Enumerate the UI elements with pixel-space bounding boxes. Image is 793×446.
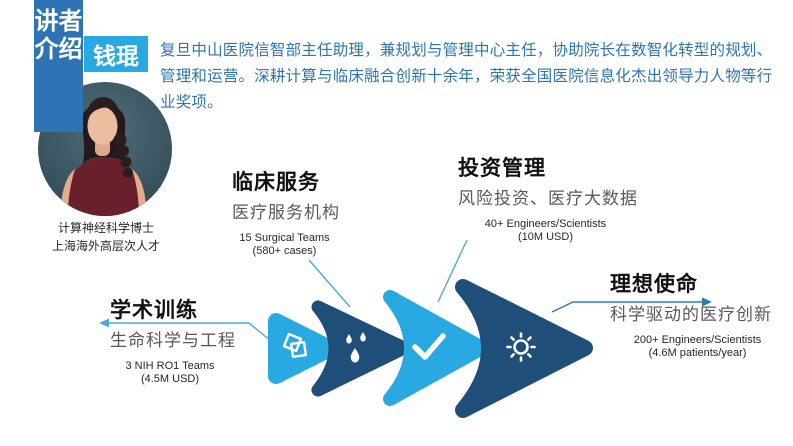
stage-stats: 200+ Engineers/Scientists (4.6M patients… bbox=[610, 334, 785, 360]
stage-stat-line1: 200+ Engineers/Scientists bbox=[633, 334, 762, 346]
stage-stat-line2: (10M USD) bbox=[517, 231, 573, 243]
copy-icon bbox=[282, 332, 308, 359]
arrow-mission bbox=[455, 279, 593, 418]
stage-subtitle: 风险投资、医疗大数据 bbox=[458, 189, 638, 208]
connector-clinical bbox=[308, 259, 351, 308]
stage-academic-training: 学术训练 生命科学与工程 3 NIH RO1 Teams (4.5M USD) bbox=[110, 300, 236, 386]
speaker-bio-text: 复旦中山医院信智部主任助理，兼规划与管理中心主任，协助院长在数智化转型的规划、管… bbox=[160, 42, 773, 111]
sun-icon bbox=[506, 332, 536, 362]
check-icon bbox=[412, 333, 446, 360]
stage-subtitle: 生命科学与工程 bbox=[110, 331, 236, 350]
stage-ideal-mission: 理想使命 科学驱动的医疗创新 200+ Engineers/Scientists… bbox=[610, 274, 785, 360]
stage-stats: 40+ Engineers/Scientists (10M USD) bbox=[458, 218, 633, 244]
arrowhead-left-icon bbox=[99, 318, 109, 328]
stage-stat-line2: (4.6M patients/year) bbox=[648, 347, 747, 359]
arrow-academic bbox=[268, 313, 339, 384]
stage-title: 投资管理 bbox=[458, 157, 546, 180]
stage-stat-line1: 3 NIH RO1 Teams bbox=[125, 360, 215, 372]
stage-subtitle: 医疗服务机构 bbox=[232, 203, 340, 222]
drops-icon bbox=[346, 332, 366, 363]
stage-title: 学术训练 bbox=[110, 299, 198, 322]
stage-title: 理想使命 bbox=[610, 273, 698, 296]
stage-stat-line1: 40+ Engineers/Scientists bbox=[484, 218, 607, 230]
slide-section-banner: 讲者介绍 bbox=[34, 0, 83, 132]
stage-title: 临床服务 bbox=[232, 171, 320, 194]
photo-caption-degree: 计算神经科学博士 bbox=[57, 221, 154, 235]
arrow-investment bbox=[383, 290, 489, 406]
stage-stat-line2: (4.5M USD) bbox=[140, 373, 200, 385]
stage-stats: 3 NIH RO1 Teams (4.5M USD) bbox=[110, 360, 230, 386]
stage-investment-management: 投资管理 风险投资、医疗大数据 40+ Engineers/Scientists… bbox=[458, 158, 638, 244]
arrow-clinical bbox=[311, 300, 411, 397]
stage-clinical-service: 临床服务 医疗服务机构 15 Surgical Teams (580+ case… bbox=[232, 172, 340, 258]
speaker-name-tag: 钱琨 bbox=[84, 36, 148, 72]
photo-captions: 计算神经科学博士 上海海外高层次人才 bbox=[18, 219, 194, 255]
connector-investment bbox=[437, 239, 468, 303]
stage-stat-line2: (580+ cases) bbox=[252, 245, 317, 257]
stage-stat-line1: 15 Surgical Teams bbox=[239, 232, 330, 244]
stage-subtitle: 科学驱动的医疗创新 bbox=[610, 305, 772, 324]
stage-stats: 15 Surgical Teams (580+ cases) bbox=[232, 232, 337, 258]
photo-caption-talent: 上海海外高层次人才 bbox=[51, 239, 160, 253]
